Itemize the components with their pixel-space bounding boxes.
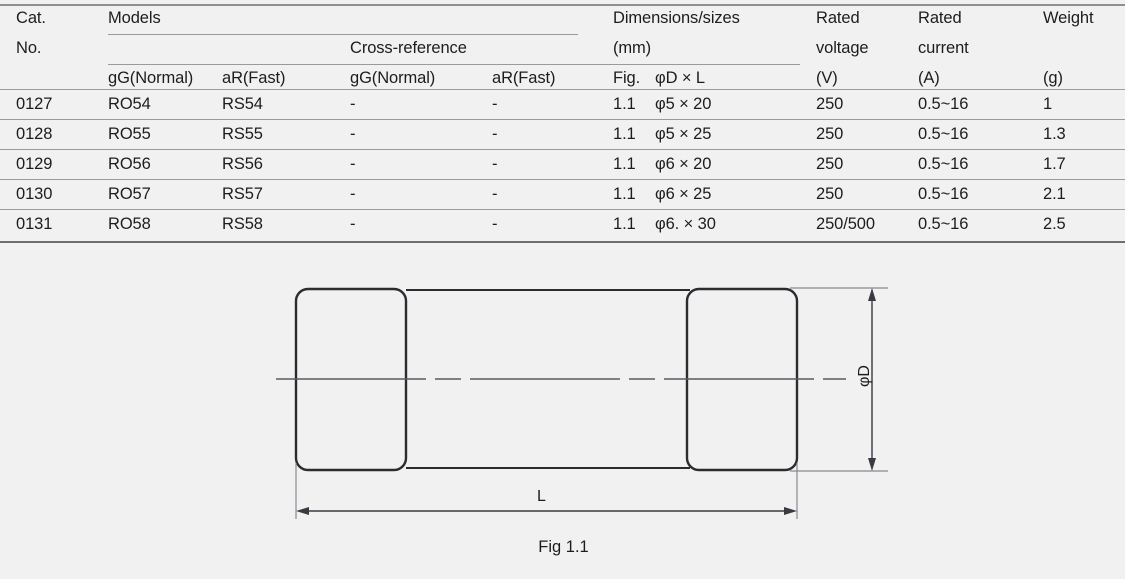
header-rated-voltage-line2: voltage (816, 39, 869, 57)
cell-weight: 1.3 (1043, 125, 1066, 143)
cell-cat-no: 0131 (16, 215, 53, 233)
table-rule-header-bottom (0, 89, 1125, 90)
cell-cat-no: 0128 (16, 125, 53, 143)
header-group-dimensions-line1: Dimensions/sizes (613, 9, 740, 27)
cell-cross-gg: - (350, 155, 356, 173)
length-dimension-arrow (296, 507, 797, 515)
cell-fig: 1.1 (613, 155, 636, 173)
figure-caption: Fig 1.1 (538, 538, 589, 556)
header-group-cross-reference: Cross-reference (350, 39, 467, 57)
cell-rated-voltage: 250 (816, 155, 844, 173)
cell-cross-gg: - (350, 185, 356, 203)
cell-cross-ar: - (492, 215, 498, 233)
cell-cross-ar: - (492, 125, 498, 143)
cell-cat-no: 0129 (16, 155, 53, 173)
cell-rated-current: 0.5~16 (918, 155, 969, 173)
cell-cross-ar: - (492, 155, 498, 173)
cell-weight: 1.7 (1043, 155, 1066, 173)
header-models-gg: gG(Normal) (108, 69, 194, 87)
header-rated-current-line1: Rated (918, 9, 962, 27)
specification-table: Cat. No. Models Cross-reference Dimensio… (0, 0, 1125, 248)
cell-models-ar: RS57 (222, 185, 263, 203)
table-rule-subheader (108, 64, 800, 65)
header-weight-line1: Weight (1043, 9, 1094, 27)
cell-diameter-x-length: φ6 × 25 (655, 185, 712, 203)
cell-models-gg: RO54 (108, 95, 151, 113)
header-fig: Fig. (613, 69, 641, 87)
cell-fig: 1.1 (613, 185, 636, 203)
length-dimension-label: L (537, 488, 546, 505)
cell-cross-gg: - (350, 125, 356, 143)
table-rule-models-group (108, 34, 578, 35)
cell-models-gg: RO55 (108, 125, 151, 143)
cell-rated-current: 0.5~16 (918, 215, 969, 233)
fuse-drawing (276, 287, 888, 519)
cell-rated-voltage: 250/500 (816, 215, 875, 233)
header-diameter-x-length: φD × L (655, 69, 705, 87)
cell-models-ar: RS55 (222, 125, 263, 143)
cell-models-gg: RO57 (108, 185, 151, 203)
cell-models-ar: RS56 (222, 155, 263, 173)
header-cat-no-line2: No. (16, 39, 42, 57)
fuse-body (406, 289, 690, 469)
header-cross-gg: gG(Normal) (350, 69, 436, 87)
header-models-ar: aR(Fast) (222, 69, 286, 87)
table-rule-row-4 (0, 209, 1125, 210)
header-rated-voltage-unit: (V) (816, 69, 838, 87)
header-group-models: Models (108, 9, 161, 27)
cell-models-gg: RO58 (108, 215, 151, 233)
header-cat-no-line1: Cat. (16, 9, 46, 27)
cell-rated-voltage: 250 (816, 95, 844, 113)
cell-models-ar: RS58 (222, 215, 263, 233)
cell-models-gg: RO56 (108, 155, 151, 173)
cell-diameter-x-length: φ6 × 20 (655, 155, 712, 173)
table-rule-bottom (0, 241, 1125, 243)
phid-dimension-arrow (868, 288, 876, 471)
cell-cross-gg: - (350, 215, 356, 233)
header-rated-voltage-line1: Rated (816, 9, 860, 27)
cell-cross-gg: - (350, 95, 356, 113)
header-rated-current-unit: (A) (918, 69, 940, 87)
table-rule-row-1 (0, 119, 1125, 120)
table-rule-row-2 (0, 149, 1125, 150)
cell-fig: 1.1 (613, 125, 636, 143)
cell-weight: 1 (1043, 95, 1053, 113)
cell-cat-no: 0127 (16, 95, 53, 113)
cell-fig: 1.1 (613, 215, 636, 233)
table-rule-top (0, 4, 1125, 6)
fuse-diagram: L φD Fig 1.1 (0, 255, 1125, 579)
cell-models-ar: RS54 (222, 95, 263, 113)
table-rule-row-3 (0, 179, 1125, 180)
cell-rated-current: 0.5~16 (918, 125, 969, 143)
cell-cross-ar: - (492, 95, 498, 113)
cell-rated-voltage: 250 (816, 185, 844, 203)
cell-diameter-x-length: φ5 × 25 (655, 125, 712, 143)
diameter-dimension-label: φD (856, 365, 873, 387)
header-rated-current-line2: current (918, 39, 969, 57)
cell-weight: 2.5 (1043, 215, 1066, 233)
cell-diameter-x-length: φ6. × 30 (655, 215, 716, 233)
cell-rated-current: 0.5~16 (918, 185, 969, 203)
cell-cat-no: 0130 (16, 185, 53, 203)
cell-rated-current: 0.5~16 (918, 95, 969, 113)
cell-rated-voltage: 250 (816, 125, 844, 143)
header-group-dimensions-line2: (mm) (613, 39, 652, 57)
header-weight-unit: (g) (1043, 69, 1063, 87)
cell-fig: 1.1 (613, 95, 636, 113)
cell-cross-ar: - (492, 185, 498, 203)
cell-diameter-x-length: φ5 × 20 (655, 95, 712, 113)
cell-weight: 2.1 (1043, 185, 1066, 203)
header-cross-ar: aR(Fast) (492, 69, 556, 87)
